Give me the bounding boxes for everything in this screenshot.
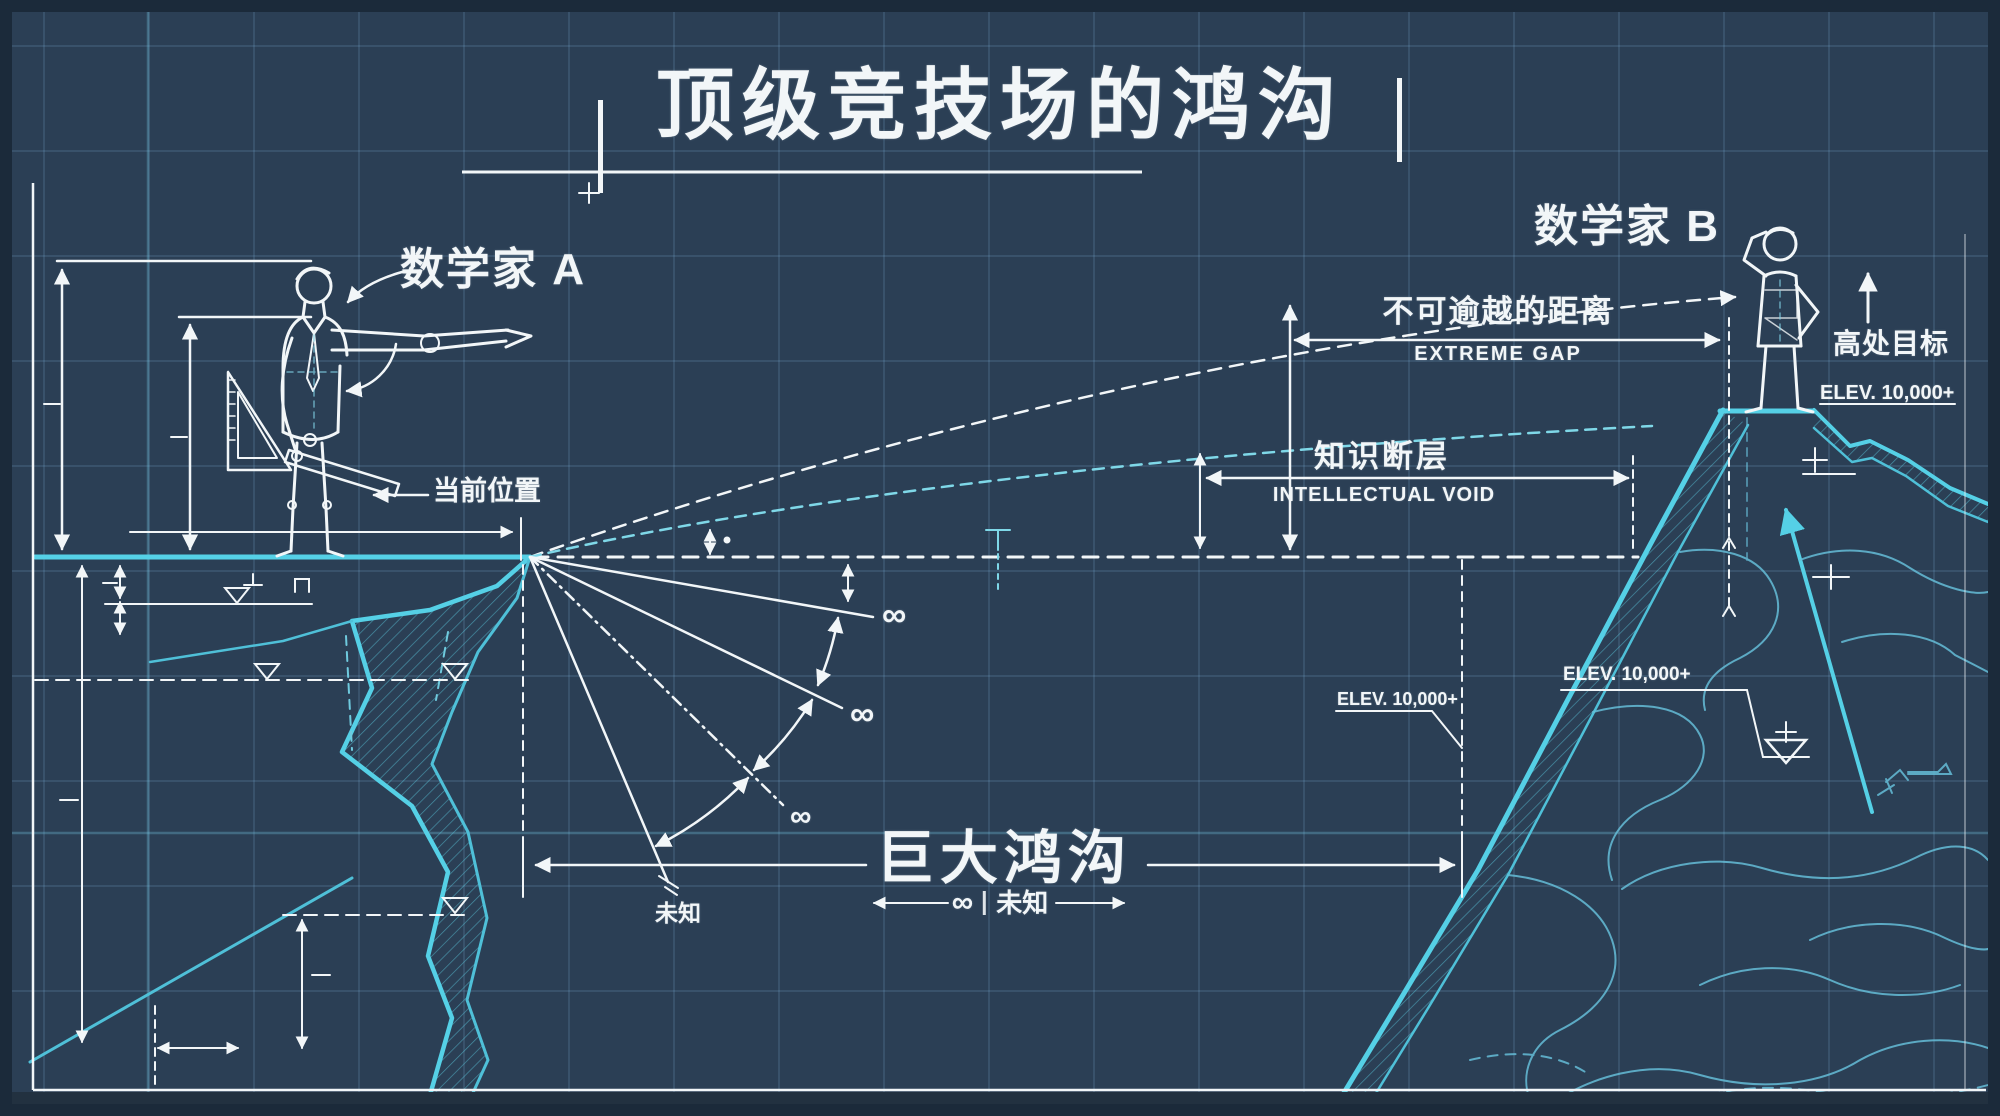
elevation-label-left: ELEV. 10,000+ xyxy=(1337,689,1458,709)
bottom-band xyxy=(12,1092,1988,1104)
trajectory-curves xyxy=(528,290,1737,559)
infinity-fan-label-2: ∞ xyxy=(850,695,875,733)
right-mountain xyxy=(1327,407,1990,1116)
fan-lines xyxy=(528,528,1011,889)
current-position-label: 当前位置 xyxy=(433,476,541,506)
high-target-label: 高处目标 xyxy=(1833,328,1950,359)
left-cliff xyxy=(28,554,533,1098)
ground-datum-lines xyxy=(34,555,1640,916)
figure-a-art xyxy=(226,266,533,558)
figure-b-art xyxy=(1742,226,1820,414)
infinity-fan-label-1: ∞ xyxy=(882,596,907,634)
tick-divider xyxy=(983,891,987,915)
intellectual-void-label-zh: 知识断层 xyxy=(1314,439,1450,474)
elevation-label-peak: ELEV. 10,000+ xyxy=(1820,382,1955,404)
grid-accent-lines xyxy=(12,12,1988,1092)
huge-gap-label: 巨大鸿沟 xyxy=(875,826,1133,891)
extreme-gap-label-zh: 不可逾越的距离 xyxy=(1382,294,1614,329)
extreme-gap-label-en: EXTREME GAP xyxy=(1414,343,1582,365)
page-title: 顶级竞技场的鸿沟 xyxy=(655,61,1345,149)
unknown-label: 未知 xyxy=(996,888,1049,918)
huge-gap-sub-label: ∞ 未知 xyxy=(952,888,1048,918)
dimension-lines xyxy=(43,182,1956,1091)
intellectual-void-label-en: INTELLECTUAL VOID xyxy=(1272,484,1496,506)
unknown-left-label: 未知 xyxy=(655,900,701,926)
infinity-symbol: ∞ xyxy=(951,886,974,919)
infinity-fan-label-3: ∞ xyxy=(790,800,812,833)
mathematician-a-label: 数学家 A xyxy=(400,245,586,294)
elevation-label-mid: ELEV. 10,000+ xyxy=(1563,664,1691,685)
frame-lines xyxy=(31,78,1986,1092)
mathematician-b-label: 数学家 B xyxy=(1534,202,1720,251)
